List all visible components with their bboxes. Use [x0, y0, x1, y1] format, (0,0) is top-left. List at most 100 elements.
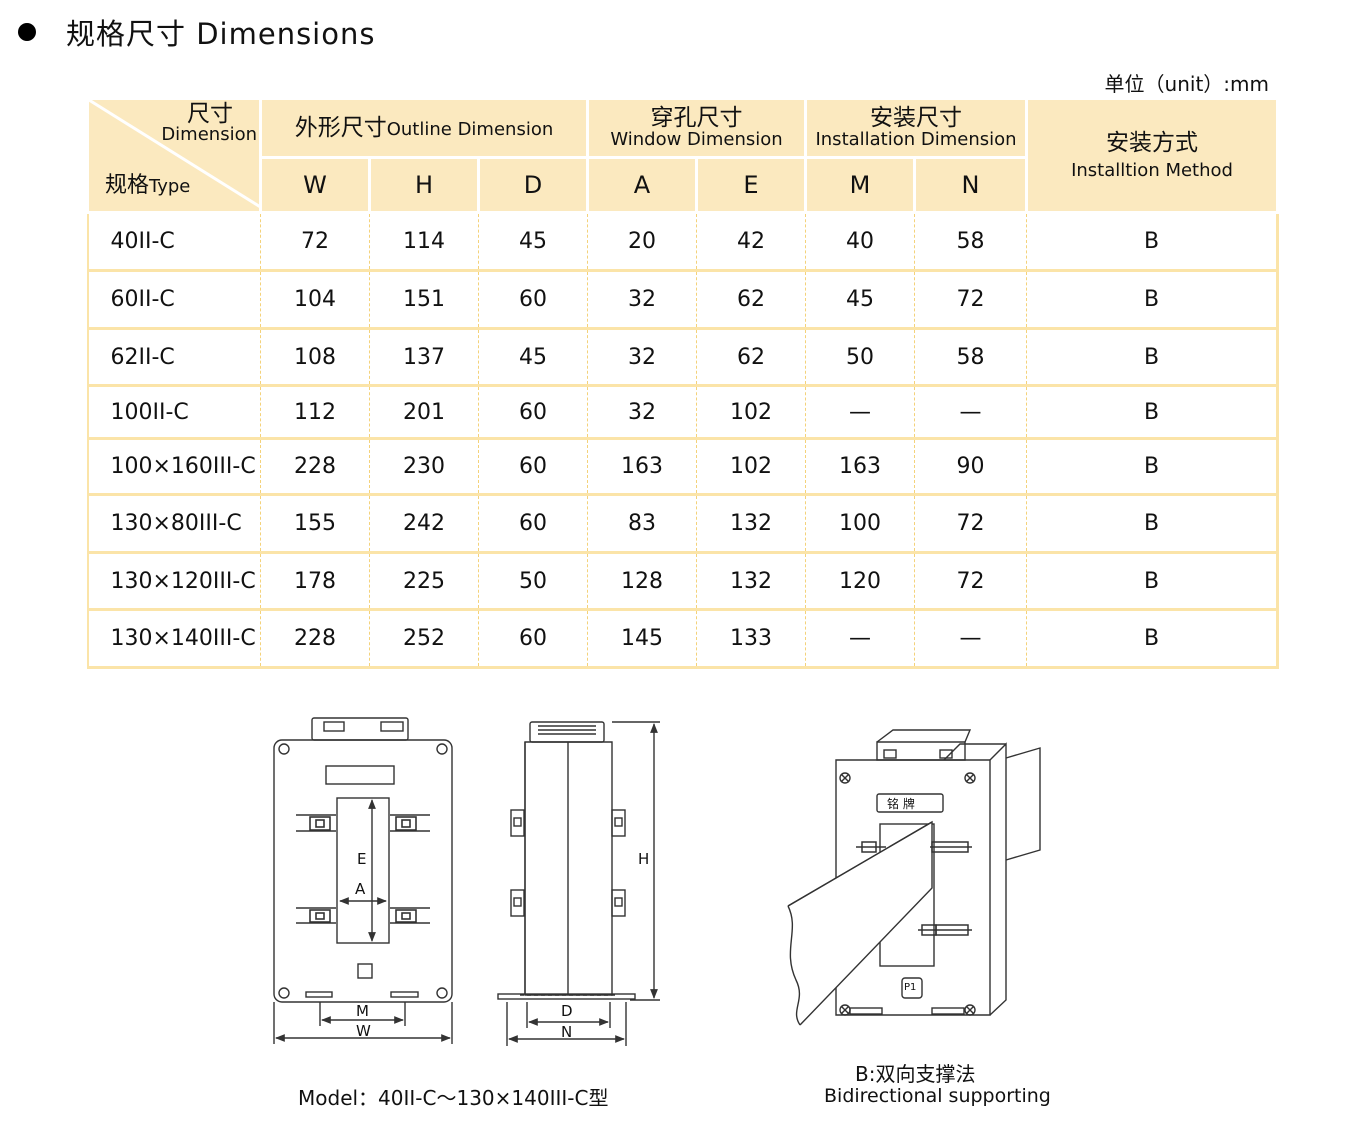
front-label-w: W [356, 1022, 371, 1040]
cell-h: 114 [369, 211, 479, 272]
cell-e: 102 [696, 385, 806, 440]
side-label-n: N [561, 1023, 573, 1041]
col-a: A [586, 156, 699, 214]
front-label-m: M [356, 1002, 369, 1020]
table-row: 40II-C 72 114 45 20 42 40 58 B [86, 211, 1280, 272]
cell-n: — [914, 609, 1027, 669]
cell-n: 58 [914, 328, 1027, 387]
cell-d: 45 [477, 211, 588, 272]
cell-n: 90 [914, 438, 1027, 496]
side-label-d: D [561, 1002, 573, 1020]
cell-a: 32 [587, 385, 697, 440]
table-row: 100×160III-C 228 230 60 163 102 163 90 B [86, 438, 1280, 496]
table-row: 62II-C 108 137 45 32 62 50 58 B [86, 328, 1280, 387]
cell-w: 108 [260, 328, 370, 387]
cell-method: B [1026, 494, 1280, 554]
cell-n: 72 [914, 552, 1027, 611]
cell-type: 100×160III-C [86, 438, 261, 496]
cell-h: 201 [369, 385, 479, 440]
installation-drawing [787, 729, 1041, 1026]
method-caption-en: Bidirectional supporting [824, 1085, 1051, 1107]
cell-n: — [914, 385, 1027, 440]
cell-a: 128 [587, 552, 697, 611]
side-view-drawing [497, 721, 660, 1046]
dimensions-table: 尺寸 Dimension 规格Type 外形尺寸Outline Dimensio… [86, 97, 1280, 669]
cell-a: 163 [587, 438, 697, 496]
installation-method-header: 安装方式 Installtion Method [1025, 97, 1280, 214]
cell-d: 60 [477, 438, 588, 496]
cell-m: 100 [805, 494, 915, 554]
cell-method: B [1026, 552, 1280, 611]
cell-h: 151 [369, 270, 479, 330]
cell-m: 45 [805, 270, 915, 330]
nameplate-label: 铭 牌 [887, 797, 915, 811]
cell-w: 104 [260, 270, 370, 330]
cell-d: 60 [477, 494, 588, 554]
corner-dimension-label: 尺寸 Dimension [161, 101, 257, 146]
terminal-label: P1 [904, 982, 917, 993]
technical-drawings [273, 717, 1041, 1046]
cell-type: 62II-C [86, 328, 261, 387]
table-row: 130×140III-C 228 252 60 145 133 — — B [86, 609, 1280, 669]
col-e: E [695, 156, 808, 214]
model-caption: Model：40II-C～130×140III-C型 [298, 1086, 609, 1110]
cell-type: 40II-C [86, 211, 261, 272]
cell-d: 45 [477, 328, 588, 387]
cell-method: B [1026, 385, 1280, 440]
cell-a: 32 [587, 270, 697, 330]
cell-m: — [805, 385, 915, 440]
cell-a: 83 [587, 494, 697, 554]
front-label-e: E [357, 850, 367, 868]
cell-type: 100II-C [86, 385, 261, 440]
cell-n: 72 [914, 270, 1027, 330]
window-dimension-header: 穿孔尺寸 Window Dimension [586, 97, 808, 159]
table-row: 60II-C 104 151 60 32 62 45 72 B [86, 270, 1280, 330]
installation-dimension-header: 安装尺寸 Installation Dimension [804, 97, 1029, 159]
cell-method: B [1026, 328, 1280, 387]
cell-w: 228 [260, 438, 370, 496]
cell-method: B [1026, 270, 1280, 330]
cell-w: 228 [260, 609, 370, 669]
cell-type: 130×120III-C [86, 552, 261, 611]
cell-h: 225 [369, 552, 479, 611]
cell-type: 60II-C [86, 270, 261, 330]
unit-note: 单位（unit）:mm [1104, 72, 1269, 96]
outline-dimension-header: 外形尺寸Outline Dimension [258, 97, 590, 159]
cell-w: 178 [260, 552, 370, 611]
cell-a: 145 [587, 609, 697, 669]
cell-e: 62 [696, 328, 806, 387]
cell-type: 130×140III-C [86, 609, 261, 669]
bullet-icon [18, 23, 36, 41]
cell-m: 40 [805, 211, 915, 272]
method-caption-zh: B:双向支撑法 [855, 1062, 976, 1086]
col-w: W [259, 156, 371, 214]
col-d: D [476, 156, 590, 214]
col-m: M [804, 156, 917, 214]
section-heading: 规格尺寸 Dimensions [18, 12, 375, 52]
corner-diagonal [90, 101, 258, 207]
cell-w: 155 [260, 494, 370, 554]
corner-type-label: 规格Type [105, 173, 191, 198]
cell-m: 163 [805, 438, 915, 496]
cell-type: 130×80III-C [86, 494, 261, 554]
cell-e: 42 [696, 211, 806, 272]
cell-e: 62 [696, 270, 806, 330]
cell-m: — [805, 609, 915, 669]
cell-h: 137 [369, 328, 479, 387]
corner-header: 尺寸 Dimension 规格Type [86, 97, 262, 214]
cell-m: 120 [805, 552, 915, 611]
col-h: H [368, 156, 480, 214]
cell-method: B [1026, 609, 1280, 669]
cell-h: 230 [369, 438, 479, 496]
cell-m: 50 [805, 328, 915, 387]
cell-n: 58 [914, 211, 1027, 272]
cell-n: 72 [914, 494, 1027, 554]
cell-d: 60 [477, 609, 588, 669]
cell-a: 32 [587, 328, 697, 387]
section-title: 规格尺寸 Dimensions [66, 17, 376, 51]
table-row: 130×80III-C 155 242 60 83 132 100 72 B [86, 494, 1280, 554]
cell-h: 252 [369, 609, 479, 669]
cell-e: 102 [696, 438, 806, 496]
cell-d: 50 [477, 552, 588, 611]
cell-method: B [1026, 211, 1280, 272]
